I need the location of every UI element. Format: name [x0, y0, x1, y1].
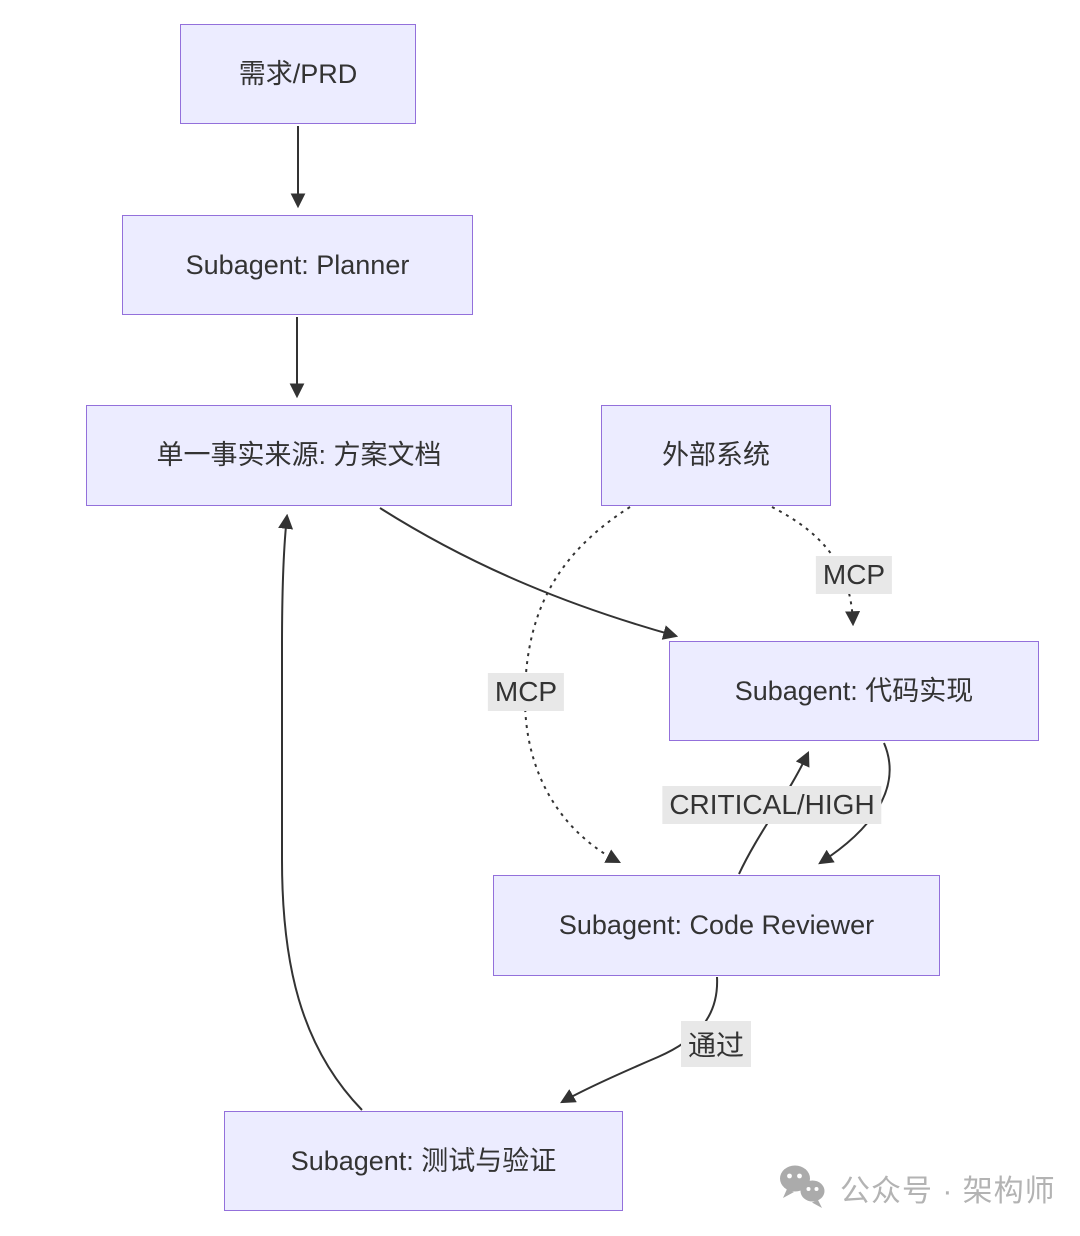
- wechat-watermark-text: 公众号 · 架构师: [840, 1175, 1056, 1208]
- node-subagent-coder: Subagent: 代码实现: [669, 641, 1039, 741]
- node-single-source-of-truth-label: 单一事实来源: 方案文档: [156, 440, 442, 471]
- node-subagent-planner: Subagent: Planner: [122, 215, 473, 315]
- node-external-system-label: 外部系统: [662, 440, 770, 471]
- node-subagent-tester-label: Subagent: 测试与验证: [290, 1145, 557, 1176]
- node-external-system: 外部系统: [601, 405, 831, 506]
- wechat-watermark: 公众号 · 架构师: [778, 1164, 1056, 1212]
- edge-ssot-to-coder: [379, 507, 679, 640]
- node-prd-label: 需求/PRD: [238, 58, 358, 89]
- edge-label-mcp-left: MCP: [487, 673, 565, 711]
- wechat-icon: [780, 1165, 825, 1208]
- node-subagent-tester: Subagent: 测试与验证: [224, 1111, 623, 1211]
- node-subagent-planner-label: Subagent: Planner: [185, 249, 410, 280]
- edge-external-to-coder-mcp: [771, 506, 861, 627]
- node-single-source-of-truth: 单一事实来源: 方案文档: [86, 405, 512, 506]
- edge-label-critical-high: CRITICAL/HIGH: [662, 786, 882, 824]
- edge-label-mcp-right: MCP: [815, 556, 893, 594]
- edge-label-pass: 通过: [680, 1021, 752, 1067]
- node-subagent-code-reviewer: Subagent: Code Reviewer: [493, 875, 940, 976]
- edge-reviewer-to-tester-pass: [560, 976, 719, 1104]
- node-prd: 需求/PRD: [180, 24, 416, 124]
- node-subagent-code-reviewer-label: Subagent: Code Reviewer: [558, 910, 875, 941]
- edge-tester-to-ssot-loop: [278, 513, 363, 1111]
- node-subagent-coder-label: Subagent: 代码实现: [734, 675, 974, 706]
